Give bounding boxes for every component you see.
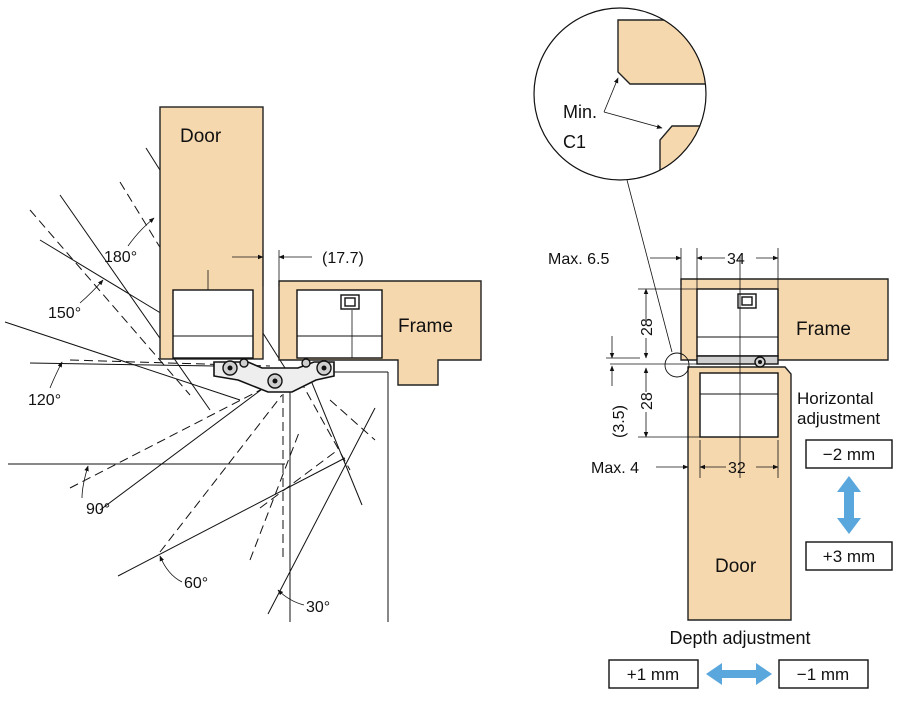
dim-max-top: Max. 6.5 xyxy=(548,251,609,268)
frame-label-right: Frame xyxy=(796,319,851,340)
horizontal-title-2: adjustment xyxy=(797,409,880,428)
horizontal-plus: +3 mm xyxy=(823,547,875,566)
angle-label-150: 150° xyxy=(48,305,81,322)
door-cup xyxy=(172,289,254,359)
vertical-adjust-arrow-icon xyxy=(837,476,861,534)
dim-height-lower: 28 xyxy=(639,392,656,410)
dim-max-bottom: Max. 4 xyxy=(591,460,639,477)
horizontal-title-1: Horizontal xyxy=(797,389,874,408)
swing-lines xyxy=(4,147,389,622)
detail-label-c1: C1 xyxy=(563,132,586,152)
door-label-right: Door xyxy=(715,556,757,577)
detail-label-min: Min. xyxy=(563,102,597,122)
depth-plus: +1 mm xyxy=(627,665,679,684)
right-view: Min. C1 Frame Door Max. 6.5 34 xyxy=(533,7,893,689)
frame-label: Frame xyxy=(398,316,453,337)
angle-label-60: 60° xyxy=(184,575,208,592)
depth-title: Depth adjustment xyxy=(669,628,810,648)
horizontal-minus-box xyxy=(805,439,893,469)
angle-label-30: 30° xyxy=(306,599,330,616)
angle-label-90: 90° xyxy=(86,501,110,518)
door-label: Door xyxy=(180,126,222,147)
dim-width-bottom: 32 xyxy=(728,460,746,477)
dim-width-top: 34 xyxy=(727,251,745,268)
door-cup-right xyxy=(699,372,779,438)
horizontal-plus-box xyxy=(805,541,893,571)
angle-label-180: 180° xyxy=(104,249,137,266)
depth-plus-box xyxy=(608,659,699,689)
frame-cup xyxy=(296,289,383,359)
dim-height-upper: 28 xyxy=(639,318,656,336)
horizontal-adjust-arrow-icon xyxy=(706,663,772,685)
angle-label-120: 120° xyxy=(28,392,61,409)
depth-minus: −1 mm xyxy=(797,665,849,684)
left-view: Door Frame (17.7) 180° 150° 120° 90° xyxy=(4,106,482,622)
gap-dimension: (17.7) xyxy=(322,250,364,267)
dim-offset: (3.5) xyxy=(611,405,628,438)
depth-minus-box xyxy=(778,659,869,689)
horizontal-minus: −2 mm xyxy=(823,445,875,464)
